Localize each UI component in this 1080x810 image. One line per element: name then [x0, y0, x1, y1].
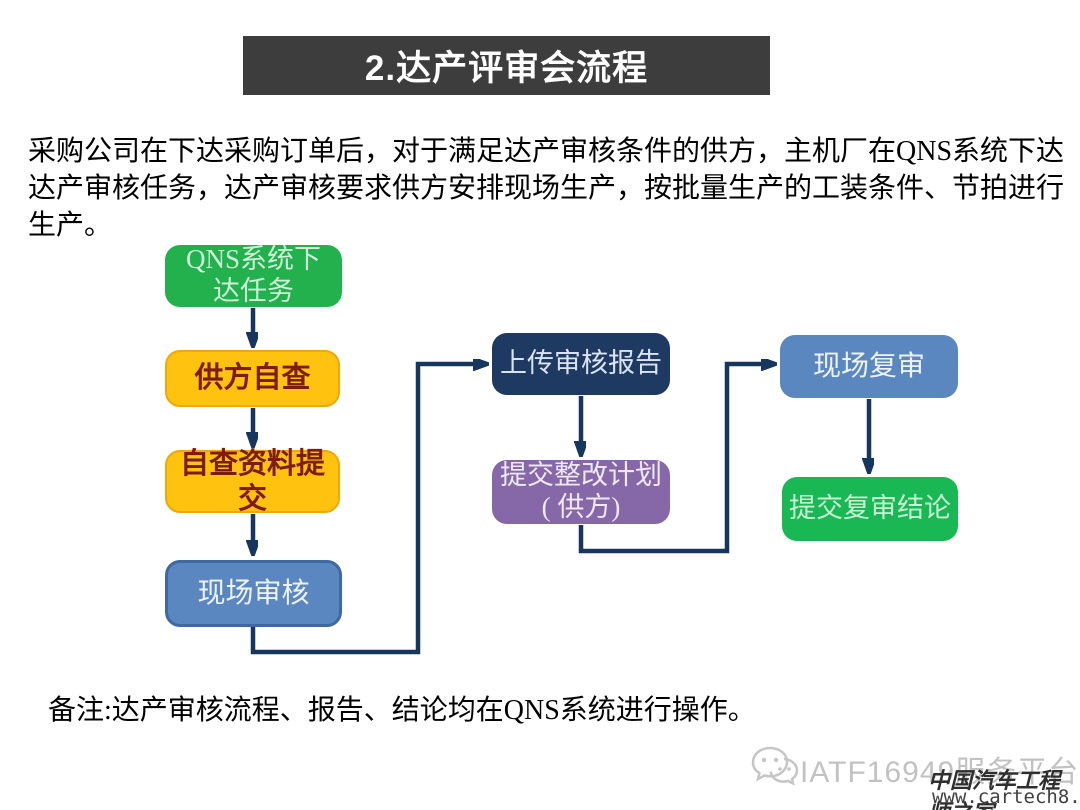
flow-node-onsite-audit: 现场审核	[165, 560, 342, 627]
flow-node-submit-re-audit-conclusion: 提交复审结论	[782, 477, 958, 541]
node-line: QNS系统下	[185, 244, 321, 275]
note-text: 备注:达产审核流程、报告、结论均在QNS系统进行操作。	[48, 695, 756, 726]
node-line: 供方自查	[194, 362, 311, 395]
intro-line: 达产审核任务，达产审核要求供方安排现场生产，按批量生产的工装条件、节拍进行	[28, 173, 1065, 204]
flow-node-supplier-self-check: 供方自查	[165, 350, 340, 407]
node-line: 上传审核报告	[500, 348, 662, 379]
flow-node-upload-audit-report: 上传审核报告	[492, 333, 670, 395]
node-line: 自查资料提交	[179, 448, 325, 515]
flow-node-onsite-re-audit: 现场复审	[780, 335, 958, 398]
flow-node-submit-rectification-plan: 提交整改计划 ( 供方)	[492, 460, 670, 524]
wechat-icon	[751, 746, 799, 786]
node-line: ( 供方)	[541, 492, 621, 522]
node-line: 提交整改计划	[500, 460, 662, 491]
intro-line: 采购公司在下达采购订单后，对于满足达产审核条件的供方，主机厂在QNS系统下达	[28, 136, 1065, 167]
watermark-site-name: 中国汽车工程师之家	[928, 768, 1061, 810]
watermark-site-url: www.cartech8.com	[932, 786, 1080, 808]
intro-line: 生产。	[28, 210, 113, 241]
intro-paragraph: 采购公司在下达采购订单后，对于满足达产审核条件的供方，主机厂在QNS系统下达 达…	[28, 133, 1068, 244]
node-line: 现场复审	[812, 350, 925, 382]
page-title: 2.达产评审会流程	[364, 49, 649, 88]
slide-title-bar: 2.达产评审会流程	[243, 36, 770, 95]
flow-node-self-check-data-submit: 自查资料提交	[165, 448, 340, 515]
watermark-brand: IATF16949服务平台	[800, 756, 1080, 789]
node-line: 提交复审结论	[789, 493, 951, 524]
node-line: 现场审核	[197, 577, 310, 609]
node-line: 达任务	[213, 276, 294, 306]
flow-node-qns-task: QNS系统下 达任务	[165, 244, 342, 307]
